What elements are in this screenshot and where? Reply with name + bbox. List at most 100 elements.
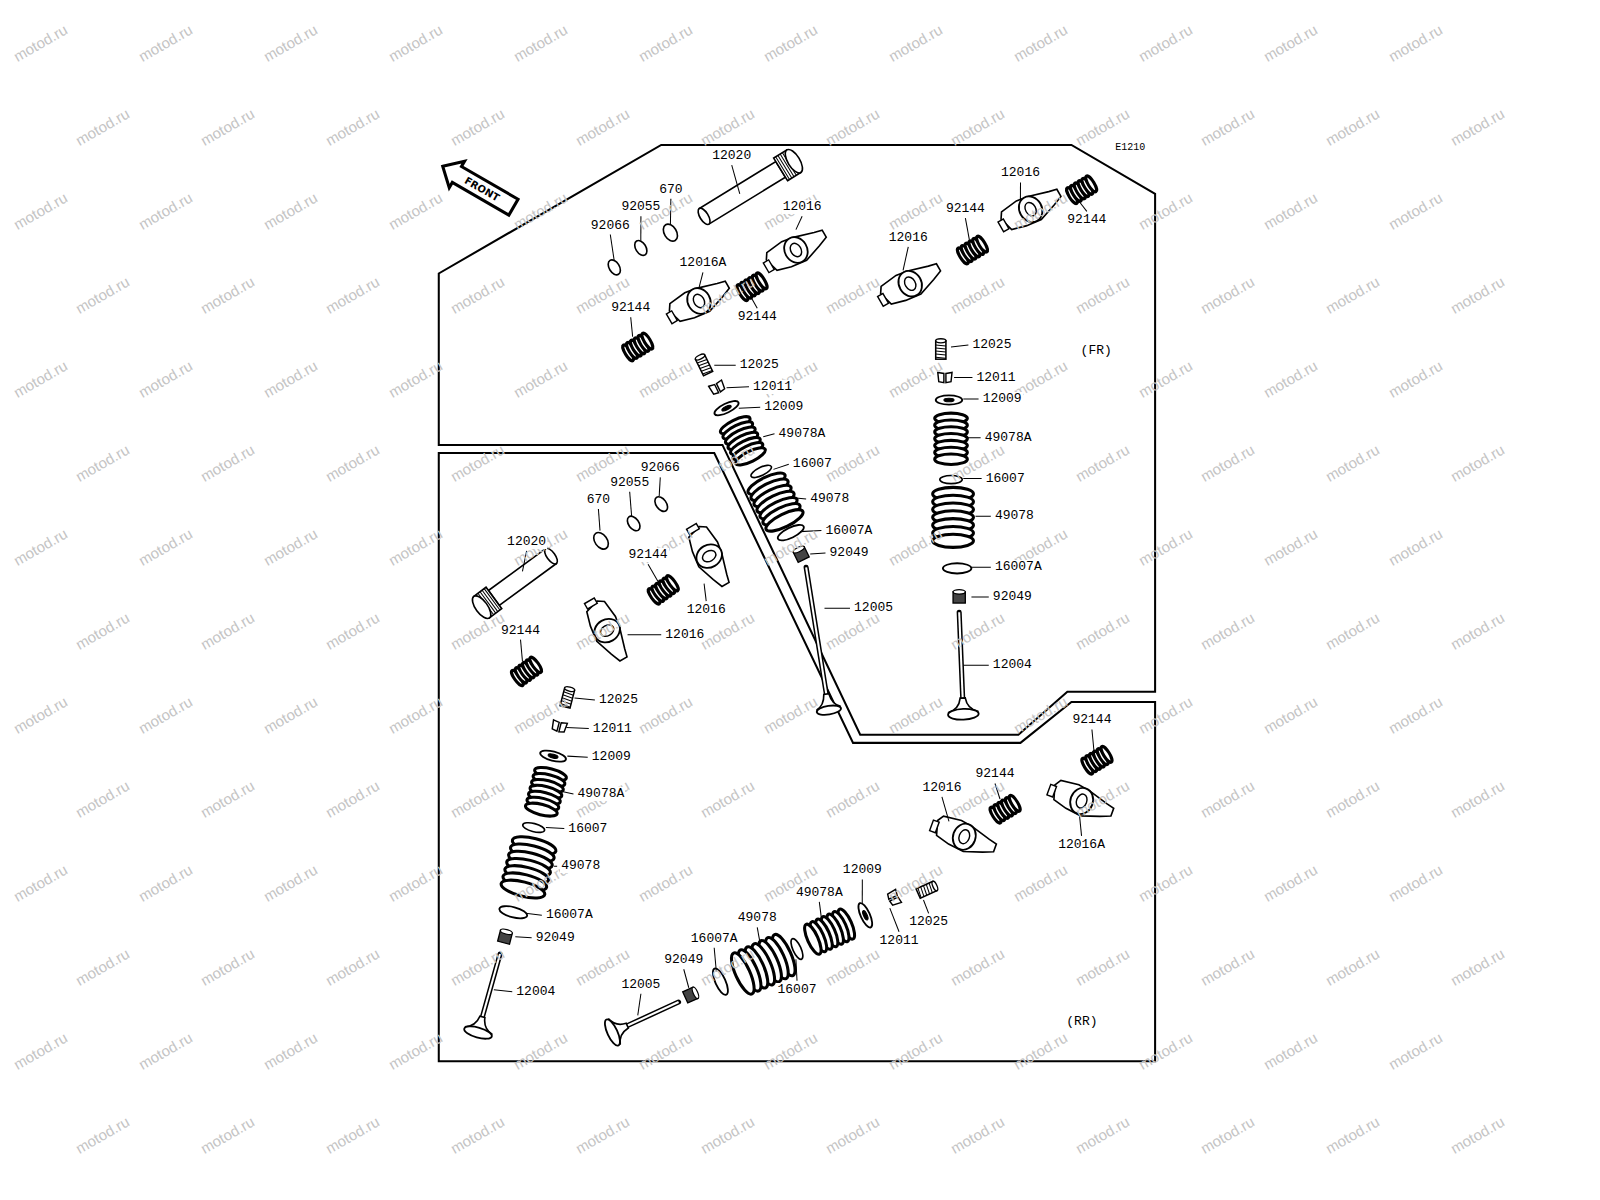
leader-line	[942, 797, 949, 822]
watermark: motod.ru	[761, 1029, 820, 1072]
watermark: motod.ru	[1073, 441, 1132, 484]
rocker-boss	[894, 267, 927, 301]
watermark: motod.ru	[1136, 1029, 1195, 1072]
callout-number: 49078	[560, 859, 601, 873]
leader-line	[763, 434, 774, 437]
rocker-arm-body	[931, 813, 1000, 861]
watermark: motod.ru	[323, 1113, 382, 1156]
leader-line	[628, 634, 662, 635]
watermark: motod.ru	[1136, 693, 1195, 736]
watermark: motod.ru	[136, 693, 195, 736]
leader-line	[951, 345, 968, 347]
watermark: motod.ru	[198, 441, 257, 484]
leader-line	[699, 272, 703, 287]
watermark: motod.ru	[198, 273, 257, 316]
callout-number: 49078	[994, 509, 1035, 523]
watermark: motod.ru	[323, 609, 382, 652]
rocker-arm	[927, 811, 1000, 861]
rocker-pad	[666, 311, 677, 324]
callout-number: 92144	[737, 310, 778, 324]
callout-number: 12016	[1000, 166, 1041, 180]
leader-line	[890, 908, 899, 932]
leader-line	[659, 477, 660, 496]
leader-lines	[494, 165, 1094, 1015]
watermark: motod.ru	[1198, 441, 1257, 484]
callout-number: 12020	[506, 535, 547, 549]
watermark: motod.ru	[1073, 273, 1132, 316]
callout-number: 92144	[628, 548, 669, 562]
watermark: motod.ru	[511, 21, 570, 64]
callout-number: 12009	[591, 750, 632, 764]
callout-number: 92049	[992, 590, 1033, 604]
spring-retainer-hole	[721, 404, 732, 412]
valve-keeper	[551, 720, 567, 733]
watermark: motod.ru	[1136, 189, 1195, 232]
rocker-spring	[640, 332, 655, 351]
spring-retainer	[936, 395, 963, 404]
panel-outline	[439, 453, 1155, 1061]
leader-line	[971, 596, 988, 597]
callout-number: 12016	[782, 200, 823, 214]
valve-face	[463, 1024, 493, 1041]
callout-number: 92066	[590, 219, 631, 233]
leader-line	[494, 990, 512, 992]
callout-number: 16007	[792, 457, 833, 471]
callout-number: (FR)	[1080, 344, 1113, 358]
callout-number: 12025	[908, 915, 949, 929]
watermark: motod.ru	[11, 525, 70, 568]
callout-number: 12011	[752, 380, 793, 394]
thread-line	[936, 351, 946, 352]
leader-line	[631, 317, 633, 337]
watermark: motod.ru	[1261, 357, 1320, 400]
callout-number: 16007	[985, 472, 1026, 486]
watermark: motod.ru	[1261, 693, 1320, 736]
callout-number: 49078A	[984, 431, 1033, 445]
callout-number: 49078	[737, 911, 778, 925]
rocker-bore	[788, 241, 804, 258]
leader-line	[796, 959, 797, 981]
rocker-bore	[902, 275, 918, 292]
watermark: motod.ru	[323, 105, 382, 148]
leader-line	[648, 564, 658, 581]
shaft-end	[696, 206, 713, 226]
rocker-arm	[873, 255, 946, 313]
watermark: motod.ru	[136, 861, 195, 904]
callout-number: 12016	[664, 628, 705, 642]
leader-line	[714, 365, 735, 366]
spring-retainer	[539, 748, 567, 764]
watermark: motod.ru	[1386, 357, 1445, 400]
watermark: motod.ru	[448, 105, 507, 148]
watermark: motod.ru	[1198, 273, 1257, 316]
watermark: motod.ru	[1448, 945, 1507, 988]
leader-line	[526, 913, 542, 915]
rocker-bore	[700, 548, 717, 564]
watermark: motod.ru	[1198, 945, 1257, 988]
valve-keeper	[709, 380, 726, 395]
watermark: motod.ru	[886, 693, 945, 736]
thread-line	[936, 348, 946, 349]
valve-stem-inner	[806, 567, 827, 696]
adjusting-screw-top	[695, 353, 706, 361]
front-arrow-outline	[435, 153, 521, 220]
watermark: motod.ru	[73, 1113, 132, 1156]
rocker-spring	[665, 574, 680, 592]
watermark: motod.ru	[1386, 861, 1445, 904]
callout-number: 12004	[515, 985, 556, 999]
callout-number: E1210	[1114, 141, 1146, 155]
stem-seal	[683, 986, 700, 1003]
callout-number: 16007	[567, 822, 608, 836]
inner-valve-spring	[524, 800, 558, 818]
watermark: motod.ru	[11, 357, 70, 400]
watermark: motod.ru	[1261, 189, 1320, 232]
rocker-boss	[780, 233, 813, 267]
leader-line	[574, 698, 594, 700]
callout-number: 12016A	[1057, 838, 1106, 852]
watermark: motod.ru	[11, 189, 70, 232]
o-ring	[660, 222, 680, 244]
rocker-spring	[528, 656, 543, 674]
callout-number: 16007A	[690, 932, 739, 946]
callout-number: 49078A	[577, 787, 626, 801]
callout-number: 12025	[598, 693, 639, 707]
watermark: motod.ru	[1073, 945, 1132, 988]
